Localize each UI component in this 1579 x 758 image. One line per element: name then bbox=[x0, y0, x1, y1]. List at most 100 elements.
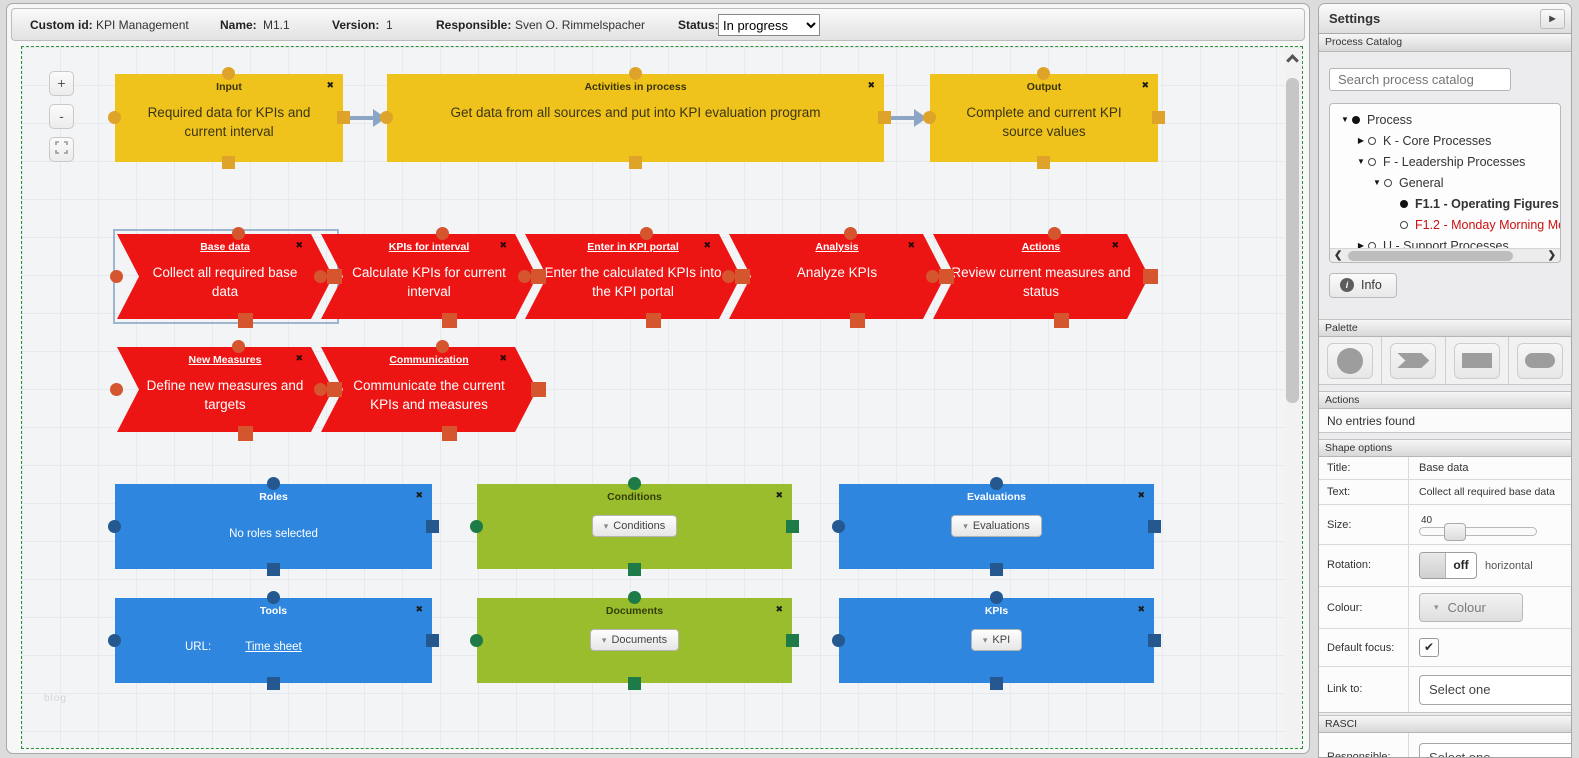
connector-bottom[interactable] bbox=[442, 313, 457, 328]
step-enter-in-kpi-portal[interactable]: Enter in KPI portal ✖ Enter the calculat… bbox=[525, 234, 741, 319]
connector-bottom[interactable] bbox=[1037, 156, 1050, 169]
step-communication[interactable]: Communication ✖ Communicate the current … bbox=[321, 347, 537, 432]
kpi-dropdown[interactable]: ▾ KPI bbox=[970, 629, 1023, 651]
connector-right[interactable] bbox=[786, 633, 799, 647]
connector-top[interactable] bbox=[640, 227, 653, 240]
connector-top[interactable] bbox=[222, 67, 235, 80]
connector-top[interactable] bbox=[627, 477, 641, 490]
shape-output[interactable]: Output ✖ Complete and current KPI source… bbox=[923, 67, 1165, 169]
connector-top[interactable] bbox=[989, 477, 1003, 490]
caret-down-icon[interactable]: ▼ bbox=[1341, 115, 1349, 124]
step-new-measures[interactable]: New Measures ✖ Define new measures and t… bbox=[117, 347, 333, 432]
time-sheet-link[interactable]: Time sheet bbox=[245, 641, 302, 653]
close-icon[interactable]: ✖ bbox=[1137, 490, 1145, 500]
close-icon[interactable]: ✖ bbox=[703, 240, 711, 250]
connector-right[interactable] bbox=[327, 382, 342, 397]
palette-chevron-tool[interactable] bbox=[1390, 342, 1437, 379]
palette-pill-tool[interactable] bbox=[1516, 342, 1563, 379]
responsible-select[interactable]: Select one ▾ bbox=[1419, 743, 1571, 757]
tree-label[interactable]: F1.2 - Monday Morning Meeting bbox=[1415, 217, 1560, 232]
step-kpis-for-interval[interactable]: KPIs for interval ✖ Calculate KPIs for c… bbox=[321, 234, 537, 319]
connector-right[interactable] bbox=[1143, 269, 1158, 284]
caret-down-icon[interactable]: ▼ bbox=[1357, 157, 1365, 166]
connector-left[interactable] bbox=[518, 270, 531, 283]
close-icon[interactable]: ✖ bbox=[326, 80, 334, 90]
connector-top[interactable] bbox=[989, 591, 1003, 604]
palette-circle-tool[interactable] bbox=[1327, 342, 1374, 379]
tree-item-process[interactable]: ▼ Process bbox=[1330, 109, 1560, 130]
connector-right[interactable] bbox=[531, 382, 546, 397]
size-slider[interactable]: 40 bbox=[1419, 513, 1537, 541]
tree-item-leadership-processes[interactable]: ▼ F - Leadership Processes bbox=[1330, 151, 1560, 172]
connector-right[interactable] bbox=[337, 111, 350, 124]
close-icon[interactable]: ✖ bbox=[775, 490, 783, 500]
connector-top[interactable] bbox=[436, 340, 449, 353]
scrollbar-thumb[interactable] bbox=[1348, 251, 1513, 261]
collapse-sidebar-button[interactable]: ▶ bbox=[1540, 9, 1565, 29]
close-icon[interactable]: ✖ bbox=[295, 240, 303, 250]
close-icon[interactable]: ✖ bbox=[415, 604, 423, 614]
connector-bottom[interactable] bbox=[238, 313, 253, 328]
connector-left[interactable] bbox=[926, 270, 939, 283]
connector-left[interactable] bbox=[470, 519, 483, 533]
tree-horizontal-scrollbar[interactable]: ❮ ❯ bbox=[1330, 248, 1560, 262]
default-focus-checkbox[interactable]: ✔ bbox=[1419, 638, 1439, 657]
conditions-dropdown[interactable]: ▾ Conditions bbox=[591, 515, 678, 537]
connector-right[interactable] bbox=[786, 519, 799, 533]
shape-input[interactable]: Input ✖ Required data for KPIs and curre… bbox=[108, 67, 350, 169]
link-to-select[interactable]: Select one ▾ bbox=[1419, 674, 1571, 705]
connector-top[interactable] bbox=[266, 591, 280, 604]
connector-right[interactable] bbox=[426, 633, 439, 647]
connector-right[interactable] bbox=[1148, 633, 1161, 647]
close-icon[interactable]: ✖ bbox=[295, 353, 303, 363]
connector-right[interactable] bbox=[1152, 111, 1165, 124]
connector-right[interactable] bbox=[531, 269, 546, 284]
tree-label[interactable]: F1.1 - Operating Figures bbox=[1415, 196, 1559, 211]
connector-top[interactable] bbox=[844, 227, 857, 240]
connector-left[interactable] bbox=[314, 270, 327, 283]
close-icon[interactable]: ✖ bbox=[907, 240, 915, 250]
slider-track[interactable] bbox=[1419, 523, 1537, 541]
connector-right[interactable] bbox=[327, 269, 342, 284]
step-actions[interactable]: Actions ✖ Review current measures and st… bbox=[933, 234, 1149, 319]
info-button[interactable]: i Info bbox=[1329, 273, 1397, 298]
rotation-toggle[interactable]: off bbox=[1419, 552, 1477, 579]
close-icon[interactable]: ✖ bbox=[867, 80, 875, 90]
connector-bottom[interactable] bbox=[627, 563, 641, 576]
tree-label[interactable]: K - Core Processes bbox=[1383, 133, 1492, 148]
scroll-right-icon[interactable]: ❯ bbox=[1547, 250, 1556, 261]
connector-bottom[interactable] bbox=[989, 677, 1003, 690]
connector-top[interactable] bbox=[436, 227, 449, 240]
caret-right-icon[interactable]: ▶ bbox=[1357, 241, 1365, 250]
shape-kpis[interactable]: KPIs ✖ ▾ KPI bbox=[832, 591, 1161, 690]
documents-dropdown[interactable]: ▾ Documents bbox=[589, 629, 680, 651]
close-icon[interactable]: ✖ bbox=[499, 353, 507, 363]
connector-left[interactable] bbox=[722, 270, 735, 283]
connector-right[interactable] bbox=[939, 269, 954, 284]
connector-left[interactable] bbox=[832, 519, 845, 533]
connector-bottom[interactable] bbox=[238, 426, 253, 441]
connector-right[interactable] bbox=[1148, 519, 1161, 533]
close-icon[interactable]: ✖ bbox=[1111, 240, 1119, 250]
connector-left[interactable] bbox=[832, 633, 845, 647]
connector-top[interactable] bbox=[232, 340, 245, 353]
search-input[interactable] bbox=[1329, 68, 1511, 91]
close-icon[interactable]: ✖ bbox=[415, 490, 423, 500]
connector-right[interactable] bbox=[878, 111, 891, 124]
shape-evaluations[interactable]: Evaluations ✖ ▾ Evaluations bbox=[832, 477, 1161, 576]
connector-bottom[interactable] bbox=[1054, 313, 1069, 328]
zoom-in-button[interactable]: + bbox=[49, 71, 74, 96]
status-select[interactable]: In progress bbox=[718, 14, 820, 36]
step-base-data[interactable]: Base data ✖ Collect all required base da… bbox=[117, 234, 333, 319]
tree-label[interactable]: Process bbox=[1367, 112, 1413, 127]
connector-top[interactable] bbox=[1048, 227, 1061, 240]
connector-left[interactable] bbox=[110, 270, 123, 283]
palette-rectangle-tool[interactable] bbox=[1453, 342, 1500, 379]
connector-top[interactable] bbox=[1037, 67, 1050, 80]
close-icon[interactable]: ✖ bbox=[775, 604, 783, 614]
scroll-left-icon[interactable]: ❮ bbox=[1334, 250, 1343, 261]
close-icon[interactable]: ✖ bbox=[1141, 80, 1149, 90]
connector-left[interactable] bbox=[108, 519, 121, 533]
connector-bottom[interactable] bbox=[646, 313, 661, 328]
connector-left[interactable] bbox=[108, 111, 121, 124]
